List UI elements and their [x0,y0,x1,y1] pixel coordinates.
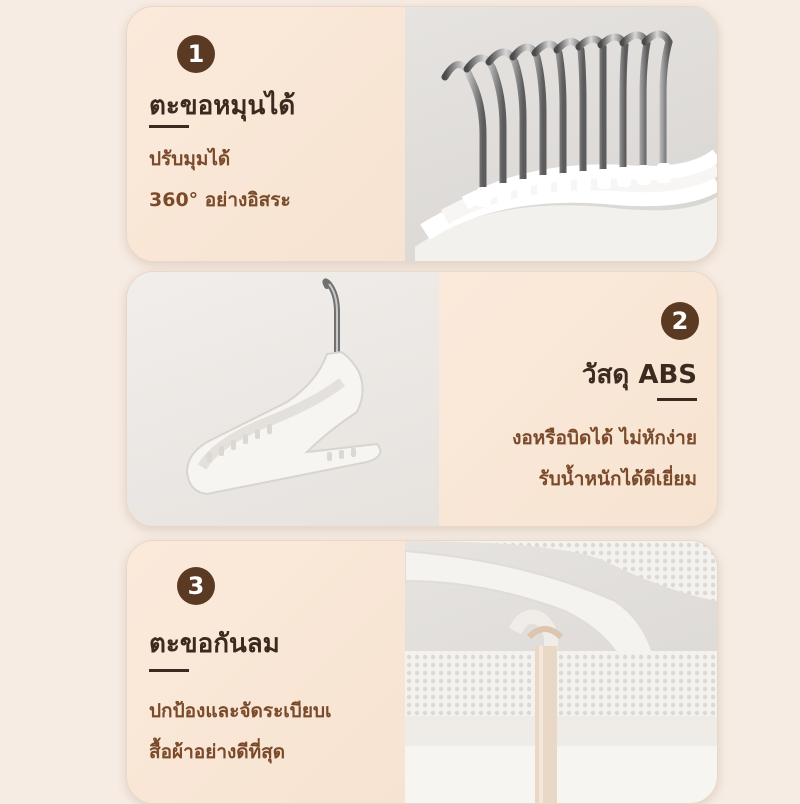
feature-card-3: 3 ตะขอกันลม ปกป้องและจัดระเบียบเ สื้อผ้า… [126,540,718,804]
number-badge-3: 3 [177,567,215,605]
number-badge-1: 1 [177,35,215,73]
feature-desc-3: ปกป้องและจัดระเบียบเ สื้อผ้าอย่างดีที่สุ… [149,691,332,773]
hanger-hooks-illustration [415,30,717,261]
feature-card-1: 1 ตะขอหมุนได้ ปรับมุมได้ 360° อย่างอิสระ [126,6,718,262]
feature-desc-1: ปรับมุมได้ 360° อย่างอิสระ [149,139,291,221]
feature-title-3: ตะขอกันลม [149,629,280,659]
feature-text-panel-1: 1 ตะขอหมุนได้ ปรับมุมได้ 360° อย่างอิสระ [127,7,407,261]
feature-title-1: ตะขอหมุนได้ [149,91,296,121]
windproof-hook-illustration [405,541,717,803]
feature-desc-line: รับน้ำหนักได้ดีเยี่ยม [538,468,697,490]
feature-desc-line: ปรับมุมได้ [149,148,231,170]
bending-hanger-illustration [185,278,382,496]
feature-desc-line: ปกป้องและจัดระเบียบเ [149,700,332,722]
feature-desc-2: งอหรือบิดได้ ไม่หักง่าย รับน้ำหนักได้ดีเ… [512,418,697,500]
title-underline-2 [657,398,697,401]
windproof-hook-photo [405,541,717,803]
feature-title-2: วัสดุ ABS [581,360,697,390]
title-underline-1 [149,125,189,128]
title-underline-3 [149,669,189,672]
feature-desc-line: งอหรือบิดได้ ไม่หักง่าย [512,427,697,449]
feature-text-panel-2: 2 วัสดุ ABS งอหรือบิดได้ ไม่หักง่าย รับน… [439,272,717,526]
hanger-hooks-photo [405,7,717,261]
bending-hanger-photo [127,272,439,526]
feature-card-2: 2 วัสดุ ABS งอหรือบิดได้ ไม่หักง่าย รับน… [126,271,718,527]
feature-text-panel-3: 3 ตะขอกันลม ปกป้องและจัดระเบียบเ สื้อผ้า… [127,541,407,803]
number-badge-2: 2 [661,302,699,340]
feature-desc-line: สื้อผ้าอย่างดีที่สุด [149,741,286,763]
feature-desc-line: 360° อย่างอิสระ [149,189,291,211]
